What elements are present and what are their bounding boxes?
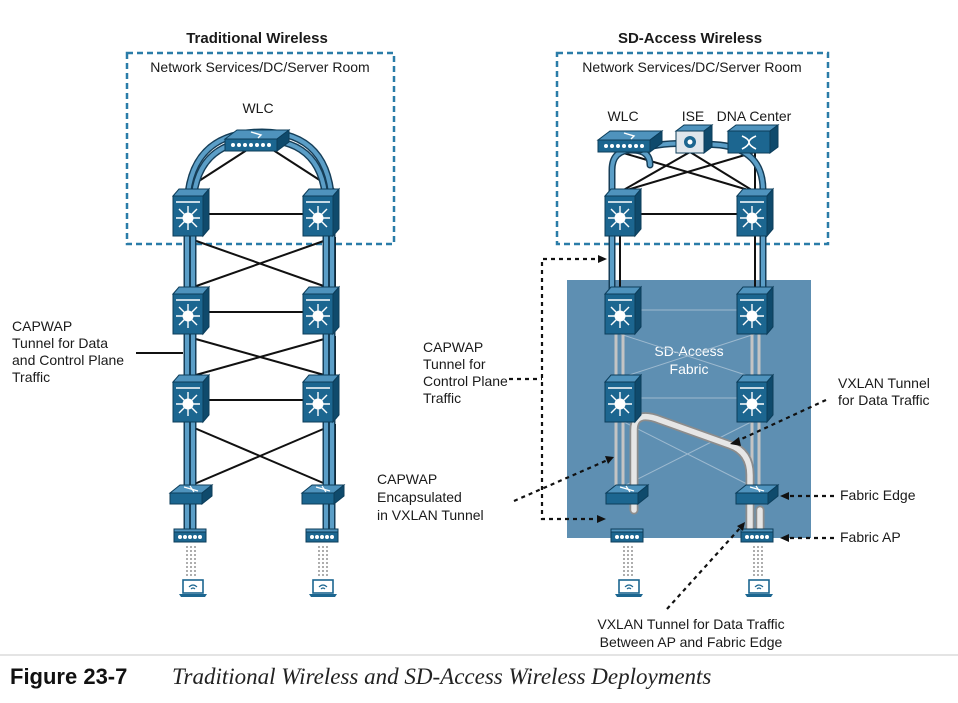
vxlan-data-callout: [730, 399, 827, 446]
left-laptop-2-icon: [308, 579, 338, 598]
left-ap-2-icon: [305, 528, 339, 543]
vxlan-ap-line1: VXLAN Tunnel for Data Traffic: [597, 616, 784, 632]
figure-caption: Traditional Wireless and SD-Access Wirel…: [172, 664, 711, 689]
fabric-ap-callout: [780, 534, 834, 542]
left-laptop-1-icon: [178, 579, 208, 598]
figure-number: Figure 23-7: [10, 664, 127, 689]
right-laptop-1-icon: [614, 579, 644, 598]
left-dist-switch-1-icon: [172, 286, 210, 335]
right-fabric-ap-1-icon: [610, 528, 644, 543]
left-access-switch-1-icon: [169, 484, 213, 505]
left-access-l3-2-icon: [302, 374, 340, 423]
right-fabric-edge-1-icon: [605, 484, 649, 505]
left-capwap-line2: Tunnel for Data: [12, 335, 108, 351]
left-capwap-line3: and Control Plane: [12, 352, 124, 368]
left-title: Traditional Wireless: [186, 30, 328, 47]
left-core-switch-2-icon: [302, 188, 340, 237]
right-border-node-1-icon: [604, 286, 642, 335]
right-intermediate-node-1-icon: [604, 374, 642, 423]
control-capwap-line1: CAPWAP: [423, 339, 483, 355]
right-wlc-label: WLC: [607, 108, 638, 124]
left-ap-1-icon: [173, 528, 207, 543]
encap-capwap-line1: CAPWAP: [377, 471, 437, 487]
right-services-box: [555, 51, 830, 246]
left-access-switch-2-icon: [301, 484, 345, 505]
left-core-switch-1-icon: [172, 188, 210, 237]
control-capwap-line3: Control Plane: [423, 373, 508, 389]
dna-center-icon: [726, 124, 780, 154]
left-box-label: Network Services/DC/Server Room: [150, 59, 369, 75]
vxlan-data-line1: VXLAN Tunnel: [838, 375, 930, 391]
left-dist-switch-2-icon: [302, 286, 340, 335]
right-core-switch-1-icon: [604, 188, 642, 237]
left-capwap-line4: Traffic: [12, 369, 50, 385]
right-laptop-2-icon: [744, 579, 774, 598]
right-links: [619, 151, 756, 290]
encap-capwap-line2: Encapsulated: [377, 489, 462, 505]
vxlan-ap-line2: Between AP and Fabric Edge: [600, 634, 783, 650]
left-services-box: [125, 51, 396, 246]
ise-server-icon: [674, 124, 714, 154]
right-core-switch-2-icon: [736, 188, 774, 237]
fabric-label-line2: Fabric: [670, 361, 709, 377]
dna-center-label: DNA Center: [717, 108, 792, 124]
left-wlc-label: WLC: [242, 100, 273, 116]
fabric-edge-callout: [780, 492, 834, 500]
right-border-node-2-icon: [736, 286, 774, 335]
right-title: SD-Access Wireless: [618, 30, 762, 47]
right-fabric-links: [619, 309, 756, 489]
fabric-label-line1: SD-Access: [654, 343, 723, 359]
left-access-l3-1-icon: [172, 374, 210, 423]
ise-label: ISE: [682, 108, 705, 124]
right-fabric-edge-2-icon: [735, 484, 779, 505]
encapsulated-callout: [513, 456, 614, 503]
right-wireless-links: [623, 546, 763, 576]
left-capwap-line1: CAPWAP: [12, 318, 72, 334]
control-capwap-line4: Traffic: [423, 390, 461, 406]
left-wlc-icon: [224, 129, 290, 152]
control-capwap-line2: Tunnel for: [423, 356, 486, 372]
control-plane-callout: [509, 255, 607, 523]
fabric-edge-label: Fabric Edge: [840, 487, 916, 503]
right-wlc-icon: [597, 130, 663, 153]
fabric-ap-label: Fabric AP: [840, 529, 901, 545]
right-box-label: Network Services/DC/Server Room: [582, 59, 801, 75]
left-wireless-links: [186, 546, 328, 576]
vxlan-data-line2: for Data Traffic: [838, 392, 930, 408]
right-fabric-ap-2-icon: [740, 528, 774, 543]
vxlan-ap-callout: [666, 522, 745, 610]
encap-capwap-line3: in VXLAN Tunnel: [377, 507, 484, 523]
right-intermediate-node-2-icon: [736, 374, 774, 423]
